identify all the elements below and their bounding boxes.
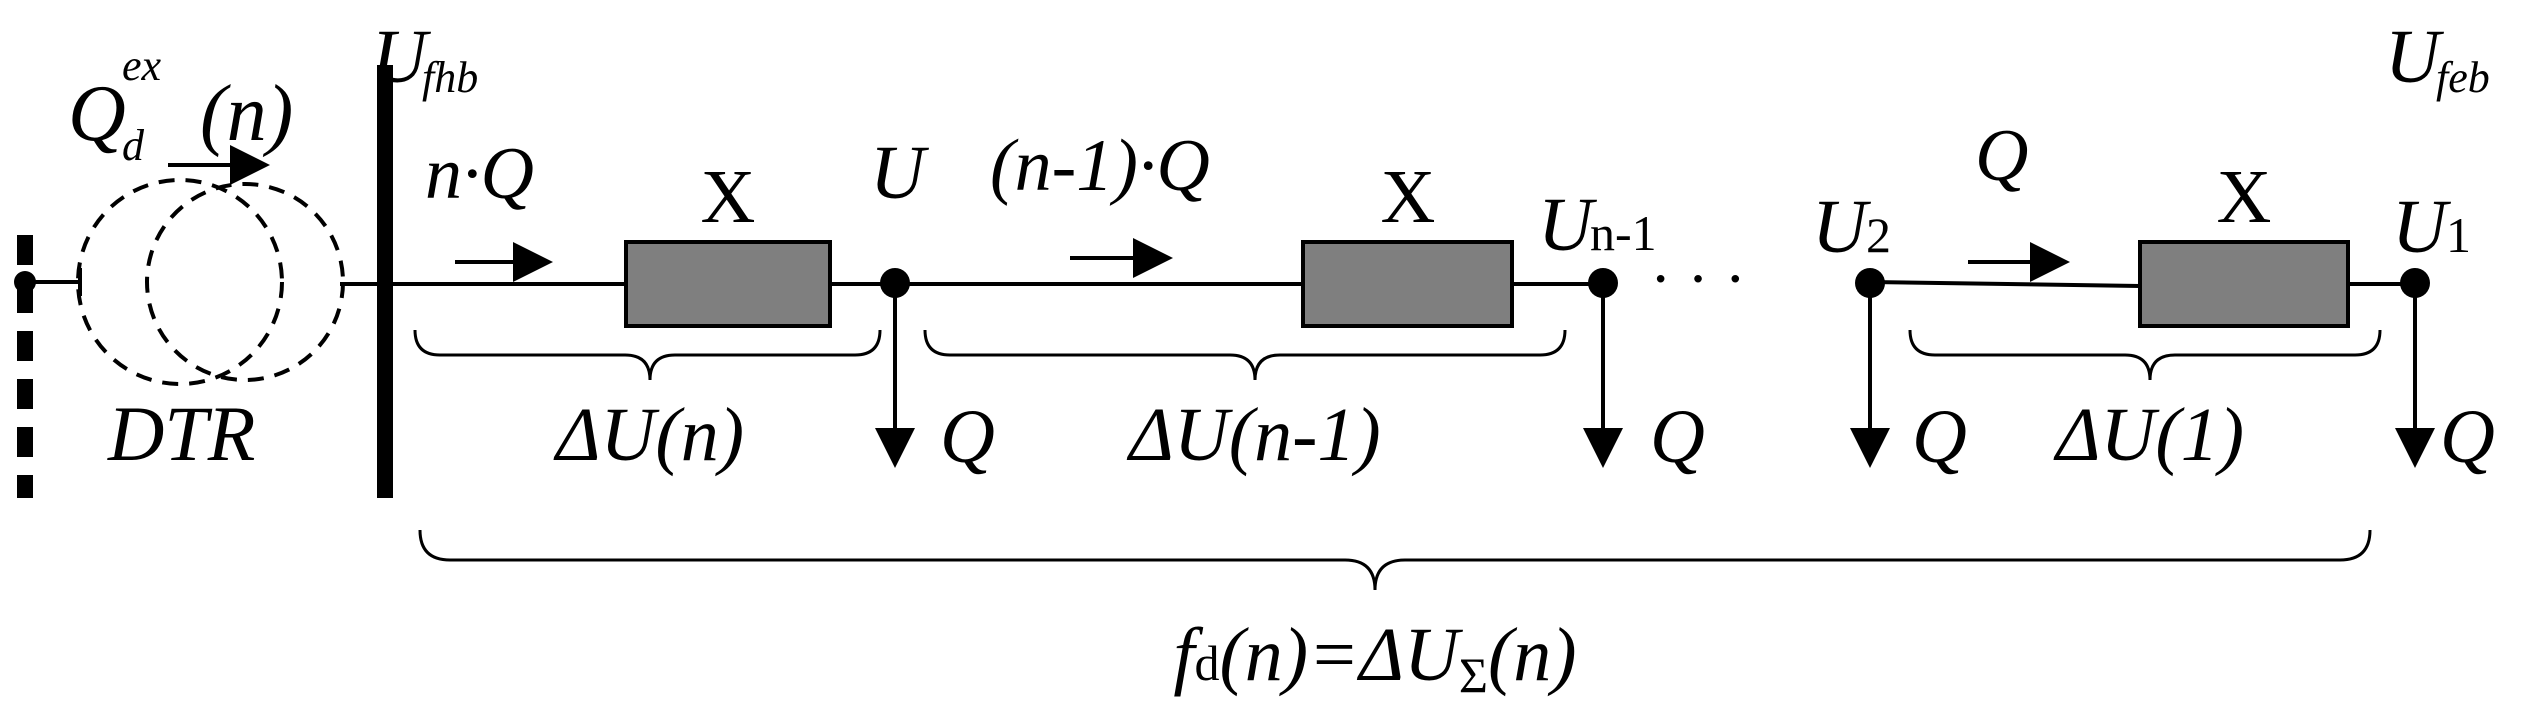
node-u2	[1855, 268, 1885, 298]
fd-eq: (n)=ΔU	[1219, 613, 1463, 697]
node-u2-sub: 2	[1866, 207, 1891, 263]
u-fhb-sub: fhb	[422, 53, 478, 102]
q-label-arg: (n)	[200, 70, 293, 158]
node-u-label: U	[870, 131, 929, 215]
du-1-label: ΔU(1)	[2053, 393, 2244, 477]
reactance-box-3	[2138, 240, 2350, 328]
brace-total	[418, 529, 2372, 591]
reactance-label-1: X	[701, 155, 756, 239]
q-label-sup: ex	[122, 41, 162, 90]
dtr-transformer-icon	[76, 178, 345, 386]
node-u1-sub: 1	[2446, 207, 2471, 263]
node-u	[880, 268, 910, 298]
node-u-n1-main: U	[1538, 183, 1597, 267]
fd-formula: fd(n)=ΔUΣ(n)	[1173, 613, 1576, 703]
q-label-main: Q	[68, 70, 126, 158]
node-u1-main: U	[2392, 185, 2451, 269]
feeder-line-4	[1869, 280, 2141, 288]
reactance-box-1	[624, 240, 832, 328]
brace-du-1	[1908, 329, 2382, 381]
flow-label-1: Q	[1975, 115, 2028, 197]
load-label-1: Q	[940, 395, 995, 479]
node-u2-main: U	[1812, 185, 1871, 269]
dtr-label: DTR	[107, 390, 255, 477]
fd-sigma: Σ	[1459, 647, 1488, 703]
flow-label-n: n·Q	[425, 133, 534, 215]
node-u-n1	[1588, 268, 1618, 298]
load-label-2: Q	[1650, 395, 1705, 479]
fd-arg: (n)	[1488, 613, 1577, 697]
node-u1	[2400, 268, 2430, 298]
u-fhb-main: U	[372, 15, 431, 99]
ellipsis-dots: · · ·	[1650, 243, 1746, 314]
reactance-label-3: X	[2217, 155, 2272, 239]
flow-label-n1: (n-1)·Q	[990, 125, 1210, 207]
q-label-sub: d	[122, 121, 145, 170]
brace-du-n1	[923, 329, 1567, 381]
reactance-label-2: X	[1381, 155, 1436, 239]
load-label-4: Q	[2440, 395, 2495, 479]
load-label-3: Q	[1912, 395, 1967, 479]
du-n1-label: ΔU(n-1)	[1126, 393, 1380, 477]
u-feb-main: U	[2385, 15, 2444, 99]
node-u-n1-sub: n-1	[1590, 205, 1657, 261]
du-n-label: ΔU(n)	[553, 393, 744, 477]
brace-du-n	[413, 329, 882, 381]
fd-sub: d	[1194, 635, 1219, 691]
u-feb-sub: feb	[2436, 53, 2490, 102]
reactance-box-2	[1301, 240, 1514, 328]
